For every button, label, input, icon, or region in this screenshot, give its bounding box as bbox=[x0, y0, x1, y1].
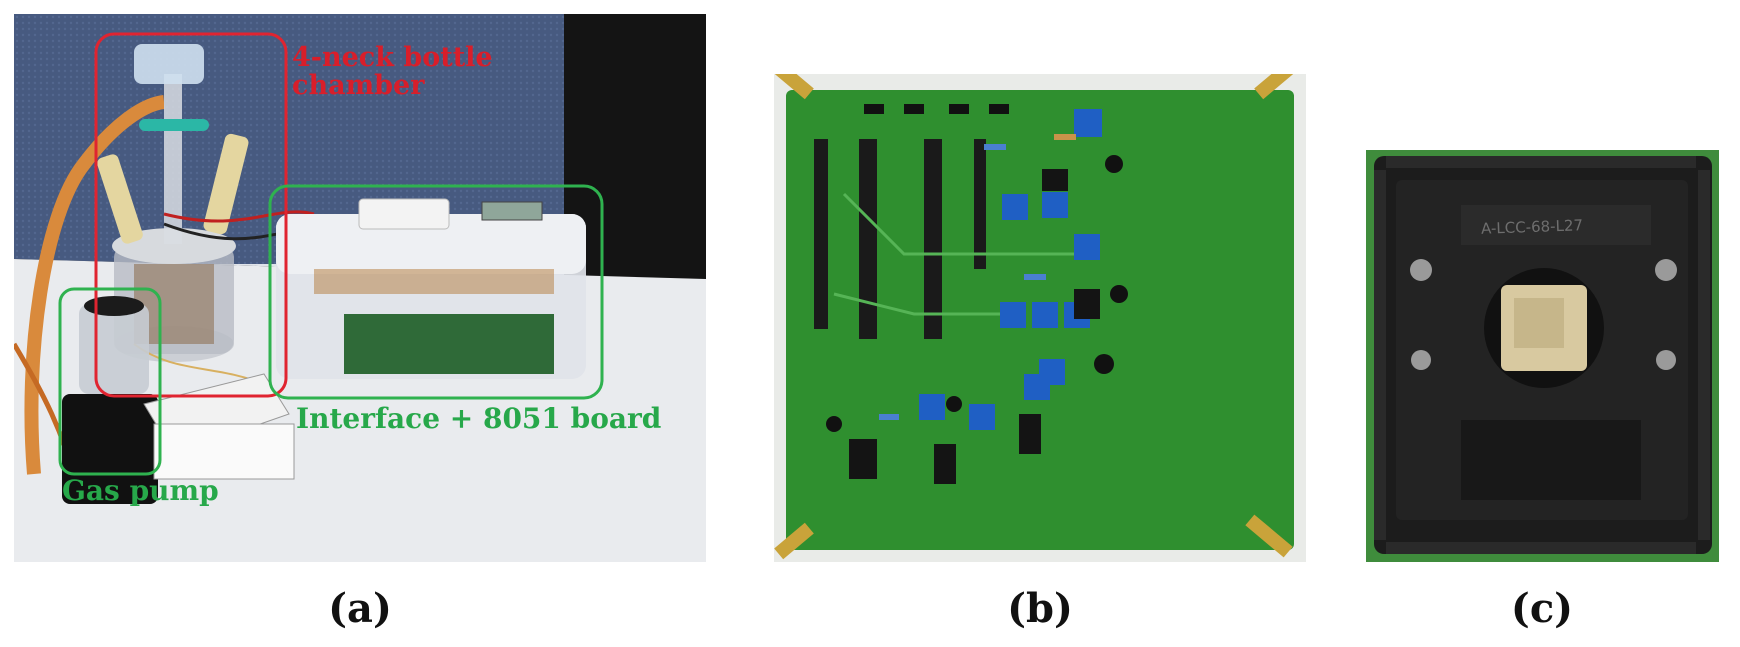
socket-marking: A-LCC-68-L27 bbox=[1480, 216, 1584, 238]
caption-a: (a) bbox=[328, 585, 392, 632]
photo-pcb bbox=[774, 74, 1306, 562]
gas-pump-label: Gas pump bbox=[62, 474, 219, 507]
caption-c: (c) bbox=[1510, 585, 1574, 632]
socket-photo-illustration bbox=[1366, 150, 1719, 562]
photo-socket: A-LCC-68-L27 bbox=[1366, 150, 1719, 562]
setup-photo-illustration bbox=[14, 14, 706, 562]
pcb-photo-illustration bbox=[774, 74, 1306, 562]
caption-b: (b) bbox=[1007, 585, 1073, 632]
chamber-label: 4-neck bottle chamber bbox=[292, 42, 493, 102]
photo-setup: 4-neck bottle chamber Interface + 8051 b… bbox=[14, 14, 706, 562]
interface-board-label: Interface + 8051 board bbox=[296, 402, 662, 435]
